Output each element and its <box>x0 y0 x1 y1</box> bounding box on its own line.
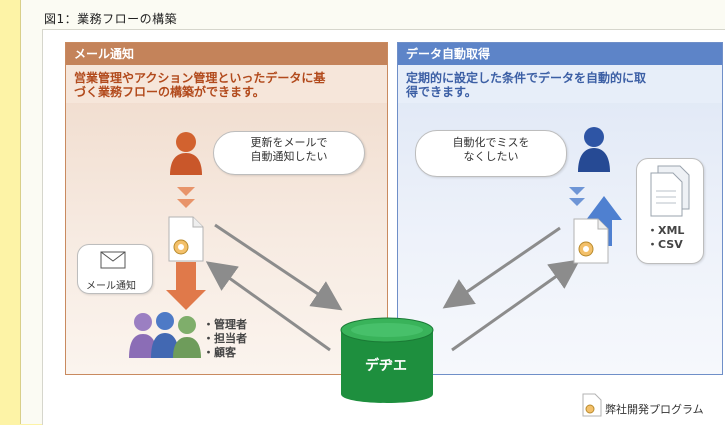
recipients-list: 管理者 担当者 顧客 <box>203 318 247 360</box>
description-line: 営業管理やアクション管理といったデータに基 <box>74 71 326 85</box>
chevron-down-icon <box>569 198 585 206</box>
figure-title: 図1：業務フローの構築 <box>44 12 178 26</box>
mail-notification-panel: メール通知 営業管理やアクション管理といったデータに基 づく業務フローの構築がで… <box>65 42 388 375</box>
mail-send-arrow <box>166 262 206 310</box>
arrow-right-down <box>442 226 561 309</box>
fetch-up-arrow <box>586 196 622 246</box>
envelope-icon <box>100 251 126 269</box>
bubble-line: なくしたい <box>463 150 519 163</box>
arrow-left-down <box>214 223 343 311</box>
chevron-down-icon <box>177 199 195 208</box>
arrow-right-up <box>451 259 581 352</box>
recipient-item: 管理者 <box>203 318 247 332</box>
user-icon <box>170 132 202 175</box>
format-item: XML <box>647 224 684 238</box>
recipients-group-icon <box>129 312 201 358</box>
speech-bubble-fetch: 自動化でミスを なくしたい <box>415 130 567 177</box>
panel-description-mail: 営業管理やアクション管理といったデータに基 づく業務フローの構築ができます。 <box>66 65 387 103</box>
description-line: 得できます。 <box>406 85 477 99</box>
program-legend-icon <box>582 393 602 417</box>
bubble-line: 自動化でミスを <box>452 136 530 149</box>
mail-notification-label: メール通知 <box>86 281 136 292</box>
description-line: づく業務フローの構築ができます。 <box>74 85 265 99</box>
format-list: XML CSV <box>647 224 684 252</box>
bubble-line: 更新をメールで <box>250 136 328 149</box>
program-document-icon <box>168 216 204 262</box>
speech-bubble-mail: 更新をメールで 自動通知したい <box>213 131 365 175</box>
panel-description-fetch: 定期的に設定した条件でデータを自動的に取 得できます。 <box>398 65 722 103</box>
panel-header-mail: メール通知 <box>66 43 387 65</box>
recipient-item: 顧客 <box>203 346 247 360</box>
arrow-left-up <box>205 261 331 352</box>
program-document-icon <box>573 218 609 264</box>
recipient-item: 担当者 <box>203 332 247 346</box>
database-icon <box>340 317 434 403</box>
format-item: CSV <box>647 238 684 252</box>
legend-label: 弊社開発プログラム <box>605 403 704 416</box>
user-icon <box>578 127 610 172</box>
chevron-down-icon <box>177 187 195 196</box>
chevron-down-icon <box>569 187 585 195</box>
panel-header-fetch: データ自動取得 <box>398 43 722 65</box>
database-label: デヂエ <box>365 358 407 374</box>
description-line: 定期的に設定した条件でデータを自動的に取 <box>406 71 647 85</box>
bubble-line: 自動通知したい <box>250 150 328 163</box>
data-files-icon <box>650 165 690 217</box>
